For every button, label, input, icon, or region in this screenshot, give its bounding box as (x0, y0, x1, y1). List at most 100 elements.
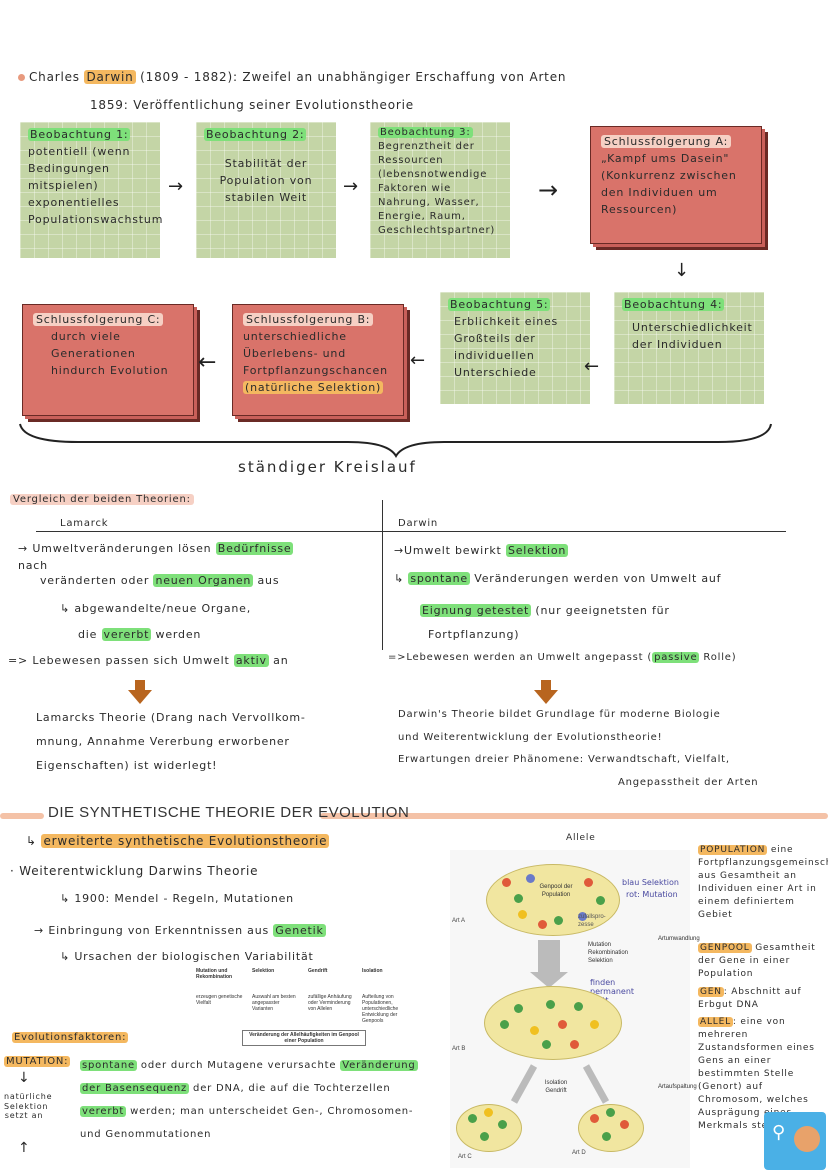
darwin-point-2: ↳ spontane Veränderungen werden von Umwe… (394, 572, 722, 585)
mut1c: Veränderung (340, 1060, 418, 1071)
genpool-a (486, 864, 620, 936)
col3-text: zufällige Anhäufung oder Verminderung vo… (308, 994, 352, 1012)
lc3: Eigenschaften) ist widerlegt! (36, 759, 218, 773)
mutation-label-text: MUTATION: (4, 1056, 71, 1067)
r2a: spontane (408, 572, 470, 585)
observation-1-title: Beobachtung 1: (28, 128, 131, 141)
allele-dot (554, 916, 563, 925)
pen-note-3: zufallspro-zesse (578, 914, 606, 928)
mut1a: spontane (80, 1060, 137, 1071)
lamarck-head: Lamarck (60, 518, 109, 529)
synth-point-3: → Einbringung von Erkenntnissen aus Gene… (34, 924, 326, 937)
selection-note: natürliche Selektion setzt an (4, 1092, 53, 1121)
allele-dot (530, 1026, 539, 1035)
arrow-left-icon: ← (410, 350, 426, 371)
art-a-label: Art A (452, 918, 466, 924)
allele-dot (620, 1120, 629, 1129)
allele-dot (602, 1132, 611, 1141)
header-prefix: Charles (29, 70, 85, 84)
col1-text: erzeugen genetische Vielfalt (196, 994, 243, 1006)
header-line-1: Charles Darwin (1809 - 1882): Zweifel an… (18, 68, 566, 87)
observation-3-text: Begrenztheit der Ressourcen (lebensnotwe… (378, 141, 496, 236)
avatar-face (794, 1126, 820, 1152)
arrow-right-icon: → (343, 176, 359, 197)
artum-label: Artumwandlung (658, 936, 700, 942)
observation-5-box: Beobachtung 5: Erblichkeit eines Großtei… (440, 292, 590, 404)
arrow-down-shape (538, 940, 560, 974)
observation-2-title: Beobachtung 2: (204, 128, 307, 141)
mut2a: der Basensequenz (80, 1083, 190, 1094)
section-bar-right (320, 813, 828, 819)
mut2b: der DNA, die auf die Tochterzellen (189, 1083, 391, 1094)
darwin-summary: Darwin's Theorie bildet Grundlage für mo… (398, 704, 758, 794)
l1a: Umweltveränderungen lösen (32, 542, 216, 555)
factor-diagram: Mutation und Rekombination erzeugen gene… (194, 966, 404, 1048)
conclusion-c-box: Schlussfolgerung C: durch viele Generati… (22, 304, 194, 416)
iso-text: Isolation Gendrift (544, 1080, 568, 1094)
arrow-left-icon: ← (198, 350, 217, 375)
allele-dot (526, 874, 535, 883)
all-text: : eine von mehreren Zustandsformen eines… (698, 1017, 815, 1132)
r3b: (nur geeignetsten für (531, 604, 670, 617)
synthetic-title: DIE SYNTHETISCHE THEORIE DER EVOLUTION (48, 804, 410, 821)
darwin-point-4: Fortpflanzung) (428, 628, 520, 641)
mid-text: Mutation Rekombination Selektion (588, 942, 629, 964)
l4a: die (78, 628, 102, 641)
genpool-def: GENPOOL Gesamtheit der Gene in einer Pop… (698, 942, 826, 981)
allele-dot (500, 1020, 509, 1029)
gen-title: GENPOOL (698, 943, 752, 953)
arrow-down-icon: ↓ (674, 260, 690, 281)
observation-1-box: Beobachtung 1: potentiell (wenn Bedingun… (20, 122, 162, 258)
col4-text: Aufteilung von Populationen, unterschied… (362, 994, 399, 1024)
mut4: und Genommutationen (80, 1129, 212, 1140)
speciation-figure: Art A Genpool der Population zufallspro-… (450, 850, 700, 1168)
allele-label: Allele (566, 833, 596, 843)
table-divider (36, 531, 786, 532)
darwin-point-1: →Umwelt bewirkt Selektion (394, 544, 569, 557)
arrow-down-icon (534, 680, 558, 704)
art-d-label: Art D (572, 1150, 586, 1156)
lamarck-summary: Lamarcks Theorie (Drang nach Vervollkom-… (36, 706, 306, 779)
r5c: Rolle) (699, 652, 737, 663)
col3-head: Gendrift (308, 968, 328, 974)
p2: 1900: Mendel - Regeln, Mutationen (74, 892, 294, 905)
col2-head: Selektion (252, 968, 275, 974)
mutation-text: spontane oder durch Mutagene verursachte… (80, 1054, 460, 1146)
genpool-label: Genpool der Population (539, 884, 573, 898)
allele-dot (480, 1132, 489, 1141)
header-rest: (1809 - 1882): Zweifel an unabhängiger E… (135, 70, 567, 84)
split-arrows-icon (510, 1064, 610, 1104)
pen-note-2: rot: Mutation (626, 890, 678, 899)
art-b-label: Art B (452, 1046, 466, 1052)
allele-dot (558, 1020, 567, 1029)
allele-dot (514, 1004, 523, 1013)
all-title: ALLEL (698, 1017, 733, 1027)
l1b: Bedürfnisse (215, 542, 294, 555)
r1b: Selektion (505, 544, 569, 557)
lamarck-conclusion: => Lebewesen passen sich Umwelt aktiv an (8, 654, 289, 667)
l3: abgewandelte/neue Organe, (74, 602, 252, 615)
mut3b: werden; man unterscheidet Gen-, Chromoso… (126, 1106, 414, 1117)
lamarck-point-4: die vererbt werden (78, 626, 201, 643)
observation-2-box: Beobachtung 2: Stabilität der Population… (196, 122, 336, 258)
pen-note-1: blau Selektion (622, 878, 679, 887)
col1-head: Mutation und Rekombination (196, 968, 233, 980)
observation-3-title: Beobachtung 3: (378, 127, 473, 138)
gen2-text: : Abschnitt auf Erbgut DNA (698, 987, 802, 1011)
pop-title: POPULATION (698, 845, 768, 855)
synthetic-subtitle: ↳ erweiterte synthetische Evolutionstheo… (26, 834, 330, 848)
l2b: neuen Organen (153, 574, 254, 587)
allele-dot (590, 1020, 599, 1029)
population-def: POPULATION eine Fortpflanzungsgemeinscha… (698, 844, 828, 922)
pop-text: eine Fortpflanzungsgemeinschaft aus Gesa… (698, 845, 828, 921)
art-c-label: Art C (458, 1154, 472, 1160)
observation-4-box: Beobachtung 4: Unterschiedlichkeit der I… (614, 292, 764, 404)
observation-4-text: Unterschiedlichkeit der Individuen (632, 321, 753, 352)
col4-head: Isolation (362, 968, 383, 974)
conclusion-b-box: Schlussfolgerung B: unterschiedliche Übe… (232, 304, 404, 416)
mut3a: vererbt (80, 1106, 127, 1117)
rc2: und Weiterentwicklung der Evolutionstheo… (398, 731, 663, 743)
darwin-head: Darwin (398, 518, 439, 529)
p4: Ursachen der biologischen Variabilität (74, 950, 314, 963)
r2b: Veränderungen werden von Umwelt auf (469, 572, 722, 585)
